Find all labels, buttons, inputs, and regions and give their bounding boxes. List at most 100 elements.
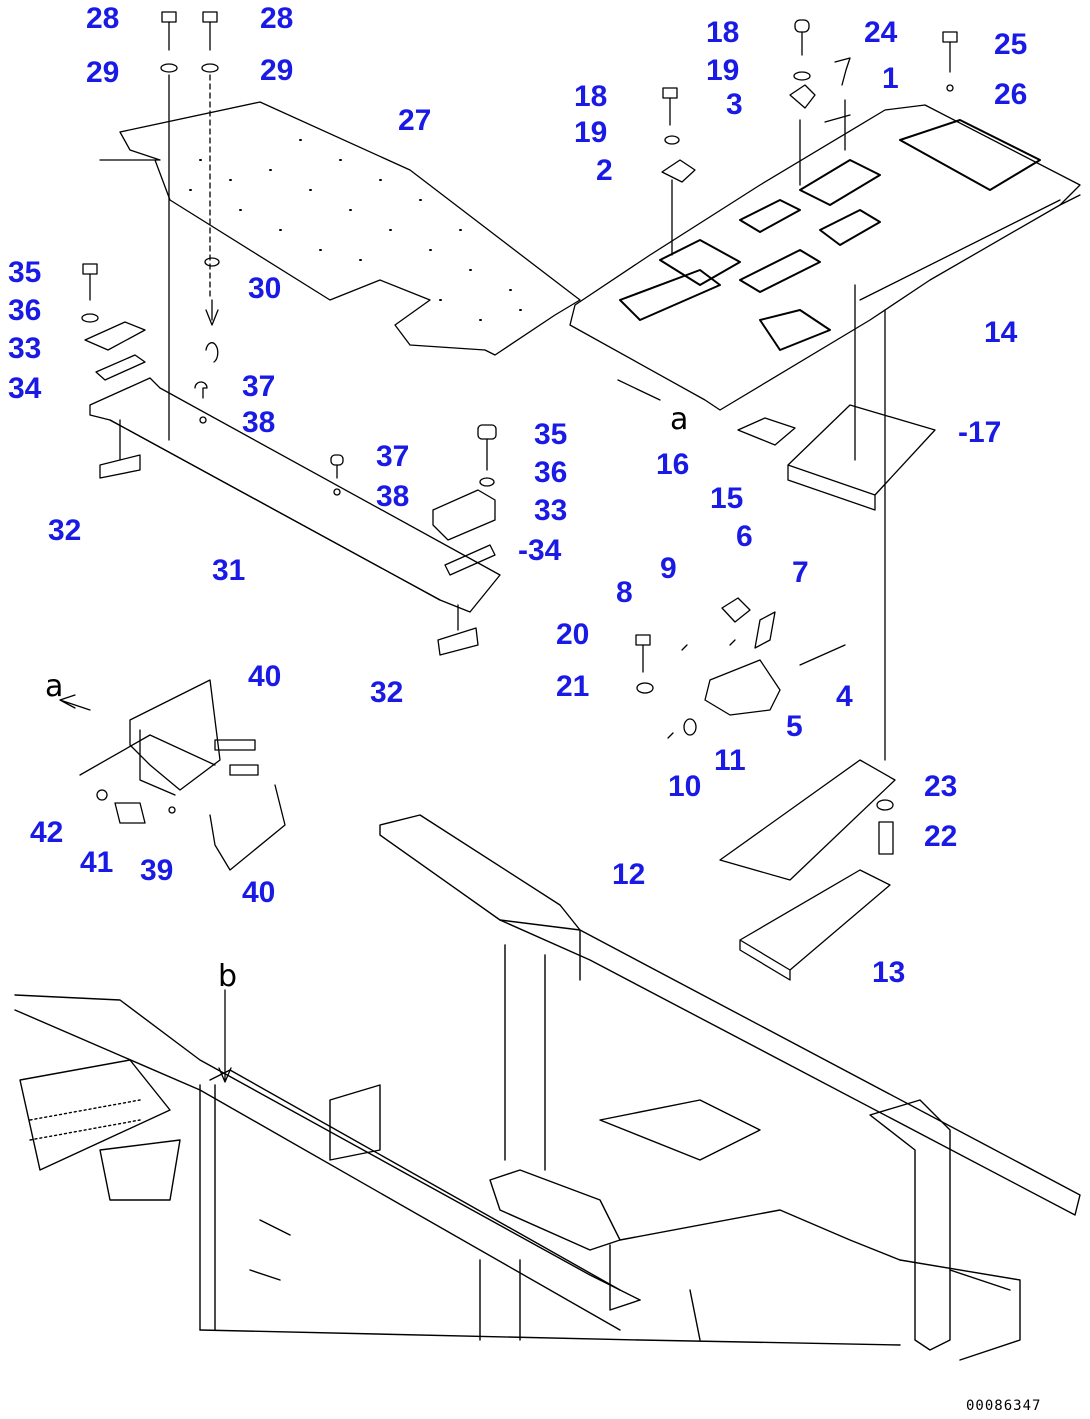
panel-14-cutouts [619,119,1041,351]
bracket-assembly-39 [129,679,221,791]
panel-14 [569,104,1081,411]
callout-25: 25 [994,28,1028,61]
clip-38-left [199,416,207,424]
callout-38: 38 [242,406,276,439]
callout-32: 32 [370,676,404,709]
bracket-33-left [84,321,146,351]
callout-27: 27 [398,104,432,137]
callout-36: 36 [534,456,568,489]
callout-41: 41 [80,846,114,879]
callout-9: 9 [660,552,677,585]
pad-17 [787,404,936,511]
view-letter-b: b [218,959,238,994]
callout-11: 11 [714,744,746,777]
cross-member-31 [89,377,501,613]
view-letter-a-panel: a [670,402,689,437]
arrow-a-lower [59,694,91,711]
latch-6 [721,597,751,623]
drawing-number: 00086347 [966,1398,1042,1414]
callout-22: 22 [924,820,958,853]
pin-10 [667,732,674,739]
callout-31: 31 [212,554,246,587]
callout-4: 4 [836,680,853,713]
pin-9 [729,639,736,646]
callout-18: 18 [574,80,608,113]
bracket-3 [789,84,816,109]
bolt-35-right [477,424,497,440]
callout-2: 2 [596,154,613,187]
callout-18: 18 [706,16,740,49]
callout-33: 33 [534,494,568,527]
washer-30 [204,257,220,267]
callout-15: 15 [710,482,744,515]
callout-37: 37 [242,370,276,403]
callout-29: 29 [260,54,294,87]
pin-4 [799,644,846,666]
washer-36-right [479,477,495,487]
callout-13: 13 [872,956,906,989]
bolts-28 [161,11,218,51]
callout-23: 23 [924,770,958,803]
bolt-22 [878,821,894,855]
clip-38-right [333,488,341,496]
callout-14: 14 [984,316,1018,349]
floor-plate-27 [99,101,581,356]
bolt-35-left [82,263,98,301]
strip-40-bottom [229,764,259,776]
callout-1: 1 [882,62,899,95]
callout-37: 37 [376,440,410,473]
callout-35: 35 [8,256,42,289]
bracket-2 [661,159,696,183]
callout-26: 26 [994,78,1028,111]
arrow-a-panel [617,379,661,401]
arrow-b [218,989,232,1083]
pad-13 [739,869,891,981]
callout-12: 12 [612,858,646,891]
washer-36-left [81,313,99,323]
washer-19-mid [664,135,680,145]
foot-32-right [437,627,479,656]
shim-34-left [95,354,146,381]
washer-23 [876,799,894,811]
callout-7: 7 [792,556,809,589]
lock-housing-5 [704,659,781,716]
callout-19: 19 [706,54,740,87]
callout-16: 16 [656,448,690,481]
callout-21: 21 [556,670,590,703]
strip-40-top [214,739,256,751]
callout-39: 39 [140,854,174,887]
snap-ring [205,342,219,363]
bolt-24 [834,57,851,86]
callout-42: 42 [30,816,64,849]
bolt-20 [635,634,651,646]
callout-17: -17 [958,416,1002,449]
callout-32: 32 [48,514,82,547]
callout-3: 3 [726,88,743,121]
callout-33: 33 [8,332,42,365]
washer-21 [636,682,654,694]
washers-29 [160,63,219,73]
pin-8 [681,644,688,651]
arrow-to-a [205,299,219,326]
nut-11 [683,718,697,736]
callout-30: 30 [248,272,282,305]
callout-28: 28 [260,2,294,35]
cover-12 [719,759,896,881]
foot-32-left [99,454,141,479]
bracket-33-right [432,489,496,541]
callout-38: 38 [376,480,410,513]
callout-20: 20 [556,618,590,651]
bolt-18-mid [662,87,678,99]
callout-35: 35 [534,418,568,451]
washer-19-top [793,71,811,81]
spring-7 [754,611,776,649]
callout-28: 28 [86,2,120,35]
screw-39 [168,806,176,814]
pin-37-left [194,381,208,399]
pin-37-right [330,454,344,466]
callout-10: 10 [668,770,702,803]
bolt-18-top [794,19,810,33]
callout-36: 36 [8,294,42,327]
